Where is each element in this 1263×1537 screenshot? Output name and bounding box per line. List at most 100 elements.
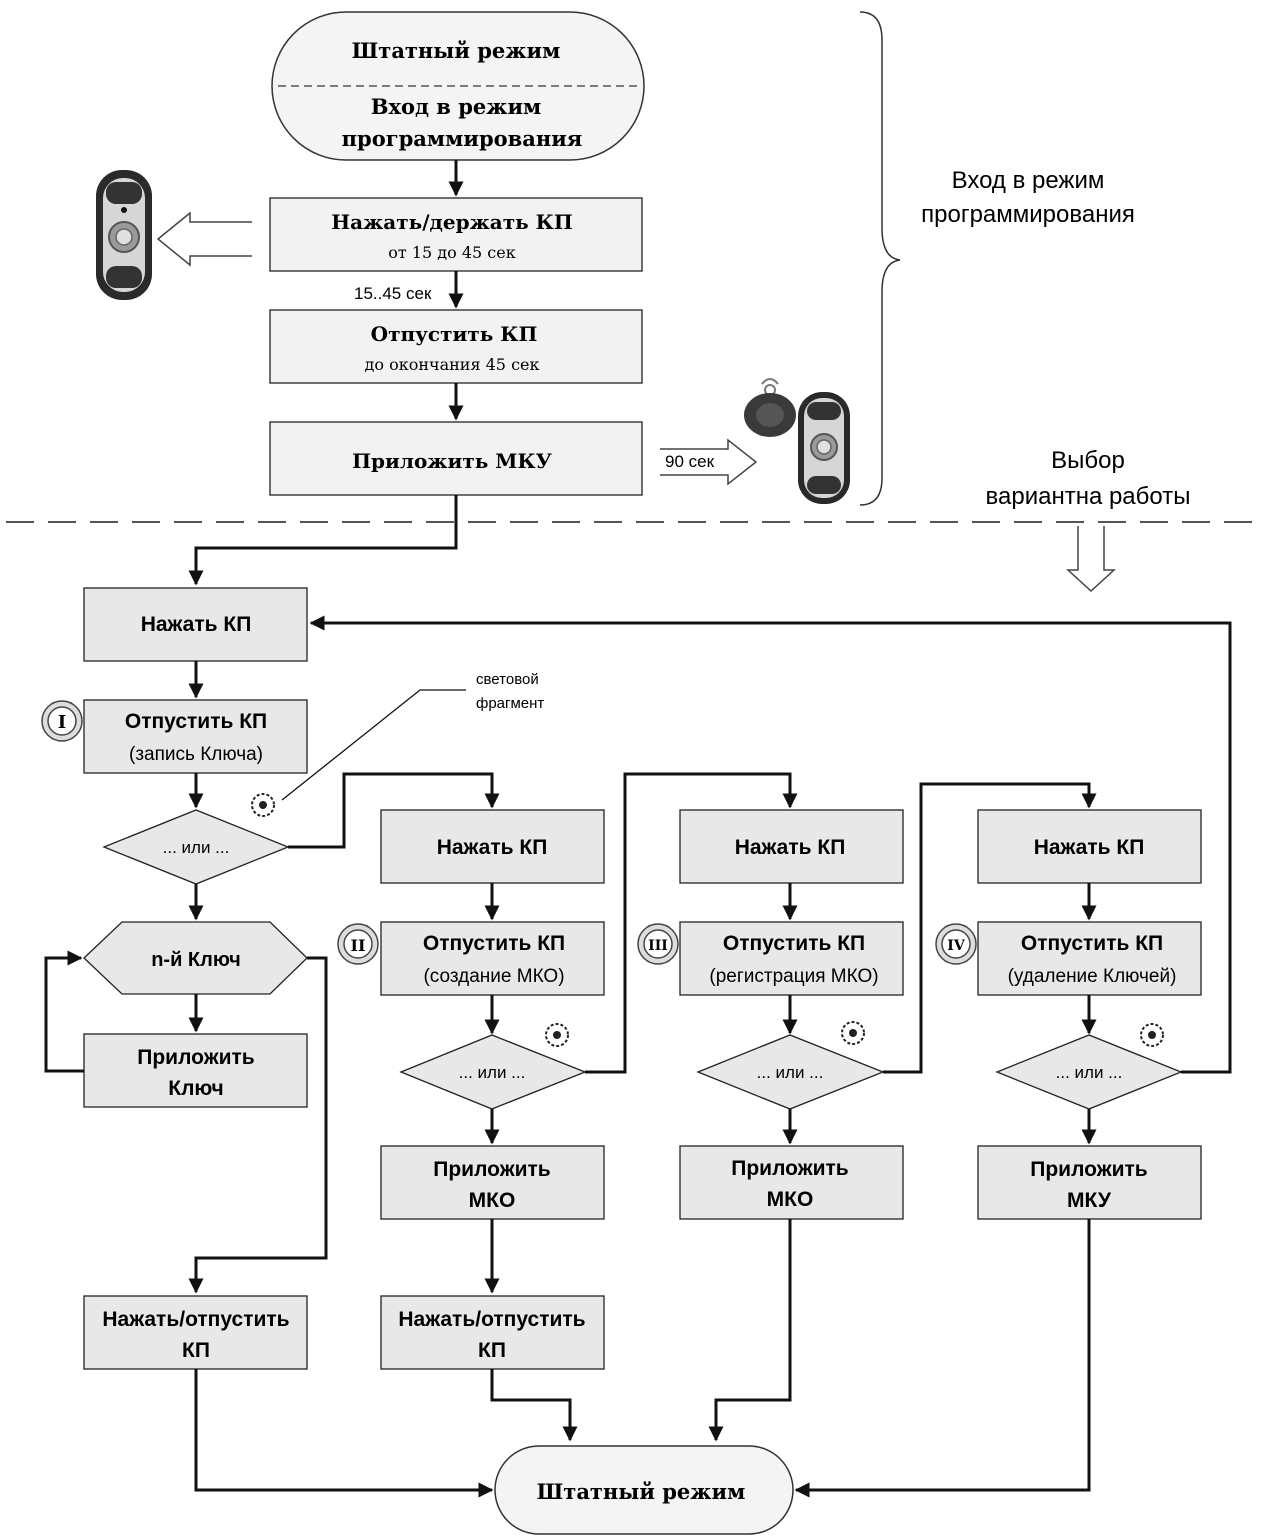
press-release-kp-2: Нажать/отпустить КП — [380, 1295, 605, 1370]
arrow — [188, 956, 328, 1294]
light-fragment-icon — [545, 1023, 569, 1047]
release-kp-register-mko: Отпустить КП (регистрация МКО) — [679, 921, 904, 996]
decision-label: ... или ... — [163, 838, 230, 857]
numeral-badge-iv: IV — [935, 923, 977, 965]
numeral-badge-i: I — [41, 700, 83, 742]
arrow — [188, 495, 458, 586]
step-release-sub: до окончания 45 сек — [365, 355, 540, 374]
apply-mko-3-line2: МКО — [767, 1188, 814, 1211]
arrow — [288, 772, 500, 849]
numeral-badge-iii: III — [637, 923, 679, 965]
numeral-badge-ii: II — [337, 923, 379, 965]
press-release-kp-1: Нажать/отпустить КП — [83, 1295, 308, 1370]
numeral-ii: II — [351, 936, 366, 955]
release-kp-create-mko: Отпустить КП (создание МКО) — [380, 921, 605, 996]
start-mode-label: Штатный режим — [352, 38, 561, 63]
arrow — [708, 1219, 792, 1442]
arrow — [490, 1369, 578, 1442]
hollow-down-arrow-icon — [1066, 526, 1116, 593]
curly-brace — [859, 11, 901, 506]
press-kp-2-label: Нажать КП — [437, 836, 548, 859]
press-kp-2: Нажать КП — [380, 809, 605, 884]
release-kp-4-sub: (удаление Ключей) — [1008, 966, 1177, 987]
timeout-arrow-icon — [660, 438, 758, 486]
apply-mko-2: Приложить МКО — [380, 1145, 605, 1220]
press-kp-main-label: Нажать КП — [141, 613, 252, 636]
enter-prog-label-2: программирования — [342, 126, 583, 151]
step-release-title: Отпустить КП — [371, 322, 538, 346]
step-press-hold-sub: от 15 до 45 сек — [388, 243, 515, 262]
reader-device-icon — [798, 392, 850, 504]
step-release: Отпустить КП до окончания 45 сек — [269, 309, 643, 384]
arrow — [194, 1369, 494, 1498]
press-kp-4: Нажать КП — [977, 809, 1202, 884]
decision-label: ... или ... — [757, 1063, 824, 1082]
nth-key-loop: n-й Ключ — [83, 921, 308, 995]
start-terminal: Штатный режим Вход в режим программирова… — [271, 11, 645, 161]
decision-1: ... или ... — [102, 809, 290, 885]
apply-mko-2-line2: МКО — [469, 1189, 516, 1212]
arrow — [883, 782, 1097, 1074]
release-kp-sub: (запись Ключа) — [129, 744, 263, 765]
decision-3: ... или ... — [696, 1034, 885, 1110]
apply-mko-3: Приложить МКО — [679, 1145, 904, 1220]
press-kp-main: Нажать КП — [83, 587, 308, 662]
press-release-line2: КП — [182, 1339, 210, 1362]
apply-key: Приложить Ключ — [83, 1033, 308, 1108]
choose-variant-2: вариантна работы — [986, 483, 1191, 510]
step-apply-mku-title: Приложить МКУ — [352, 449, 552, 473]
step-press-hold: Нажать/держать КП от 15 до 45 сек — [269, 197, 643, 272]
end-terminal: Штатный режим — [494, 1445, 794, 1535]
release-kp-3-sub: (регистрация МКО) — [709, 966, 878, 987]
release-kp-key-record: Отпустить КП (запись Ключа) — [83, 699, 308, 774]
apply-mku-4-line2: МКУ — [1067, 1189, 1112, 1212]
reader-device-icon — [96, 170, 152, 300]
enter-prog-label-1: Вход в режим — [371, 94, 542, 119]
return-arrow — [309, 615, 1232, 1074]
numeral-i: I — [58, 712, 66, 733]
enter-prog-side-2: программирования — [921, 201, 1135, 228]
apply-mku-4: Приложить МКУ — [977, 1145, 1202, 1220]
release-kp-title: Отпустить КП — [125, 710, 267, 733]
press-kp-3-label: Нажать КП — [735, 836, 846, 859]
decision-2: ... или ... — [399, 1034, 587, 1110]
release-kp-3-title: Отпустить КП — [723, 932, 865, 955]
step-press-hold-title: Нажать/держать КП — [331, 210, 572, 234]
press-release-2-line2: КП — [478, 1339, 506, 1362]
loop-arrow — [44, 950, 84, 1073]
apply-mko-3-line1: Приложить — [731, 1157, 849, 1180]
choose-variant-1: Выбор — [1051, 447, 1125, 474]
timer-label: 15..45 сек — [354, 284, 432, 303]
end-mode-label: Штатный режим — [537, 1479, 746, 1504]
release-kp-2-title: Отпустить КП — [423, 932, 565, 955]
arrow — [794, 1219, 1091, 1498]
nth-key-label: n-й Ключ — [151, 949, 241, 971]
light-fragment-icon — [841, 1021, 865, 1045]
decision-label: ... или ... — [1056, 1063, 1123, 1082]
release-kp-delete-keys: Отпустить КП (удаление Ключей) — [977, 921, 1202, 996]
enter-prog-side-1: Вход в режим — [952, 167, 1105, 194]
press-kp-4-label: Нажать КП — [1034, 836, 1145, 859]
release-kp-2-sub: (создание МКО) — [423, 966, 564, 987]
numeral-iv: IV — [947, 938, 966, 954]
release-kp-4-title: Отпустить КП — [1021, 932, 1163, 955]
apply-key-line2: Ключ — [168, 1077, 223, 1100]
light-fragment-icon — [1140, 1023, 1164, 1047]
step-apply-mku: Приложить МКУ — [269, 421, 643, 496]
key-fob-icon — [744, 378, 796, 437]
light-annotation-2: фрагмент — [476, 695, 544, 712]
apply-mko-2-line1: Приложить — [433, 1158, 551, 1181]
annotation-leader-line — [281, 689, 466, 801]
press-release-2-line1: Нажать/отпустить — [398, 1308, 585, 1331]
light-fragment-icon — [251, 793, 275, 817]
apply-key-line1: Приложить — [137, 1046, 255, 1069]
arrow — [585, 772, 798, 1074]
press-release-line1: Нажать/отпустить — [102, 1308, 289, 1331]
timeout-label: 90 сек — [665, 452, 715, 471]
light-annotation-1: световой — [476, 671, 539, 688]
numeral-iii: III — [648, 938, 668, 954]
hollow-left-arrow-icon — [156, 211, 252, 267]
decision-label: ... или ... — [459, 1063, 526, 1082]
apply-mku-4-line1: Приложить — [1030, 1158, 1148, 1181]
